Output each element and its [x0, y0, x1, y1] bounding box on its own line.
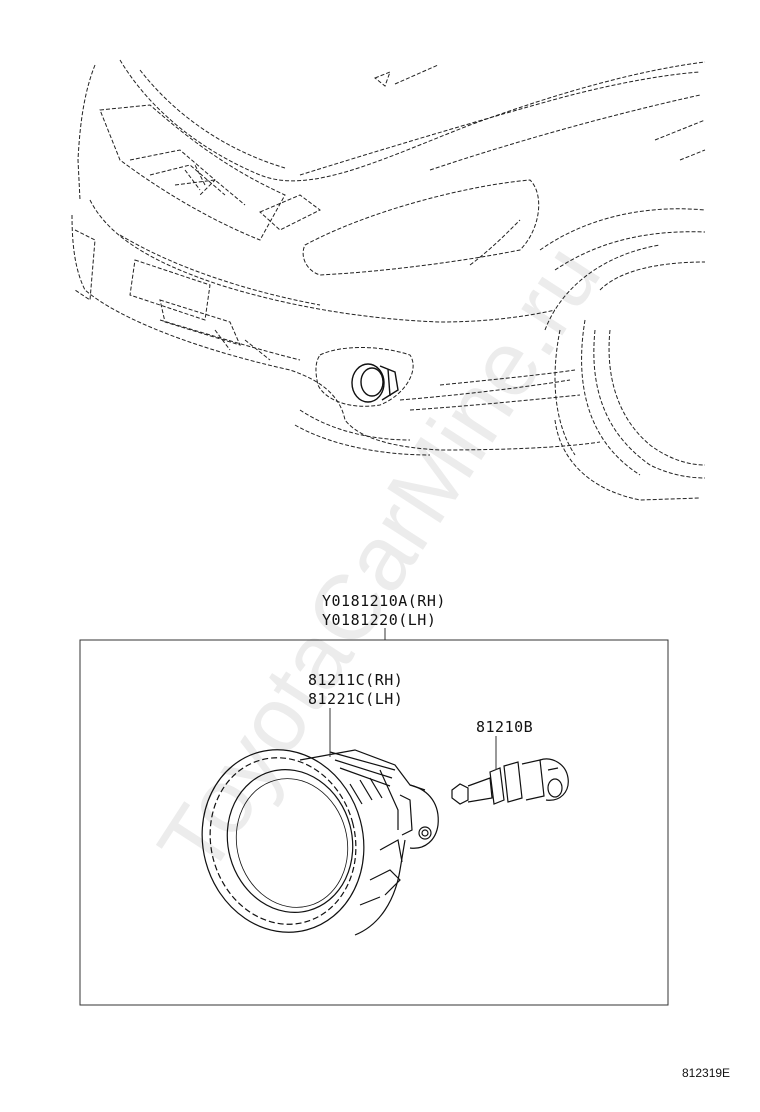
assembly-part-number-lh: Y0181220(LH)	[322, 611, 437, 629]
bulb-part-number: 81210B	[476, 718, 534, 736]
fog-lamp-location-on-car	[351, 363, 399, 403]
lamp-unit-part-number-rh: 81211C(RH)	[308, 671, 404, 689]
assembly-part-number-rh: Y0181210A(RH)	[322, 592, 446, 610]
fog-lamp-unit-drawing	[201, 749, 439, 936]
bulb-drawing	[451, 758, 569, 805]
figure-id: 812319E	[682, 1066, 731, 1080]
assembly-box	[79, 639, 669, 1006]
car-front-illustration	[71, 59, 706, 501]
lamp-unit-part-number-lh: 81221C(LH)	[308, 690, 404, 708]
